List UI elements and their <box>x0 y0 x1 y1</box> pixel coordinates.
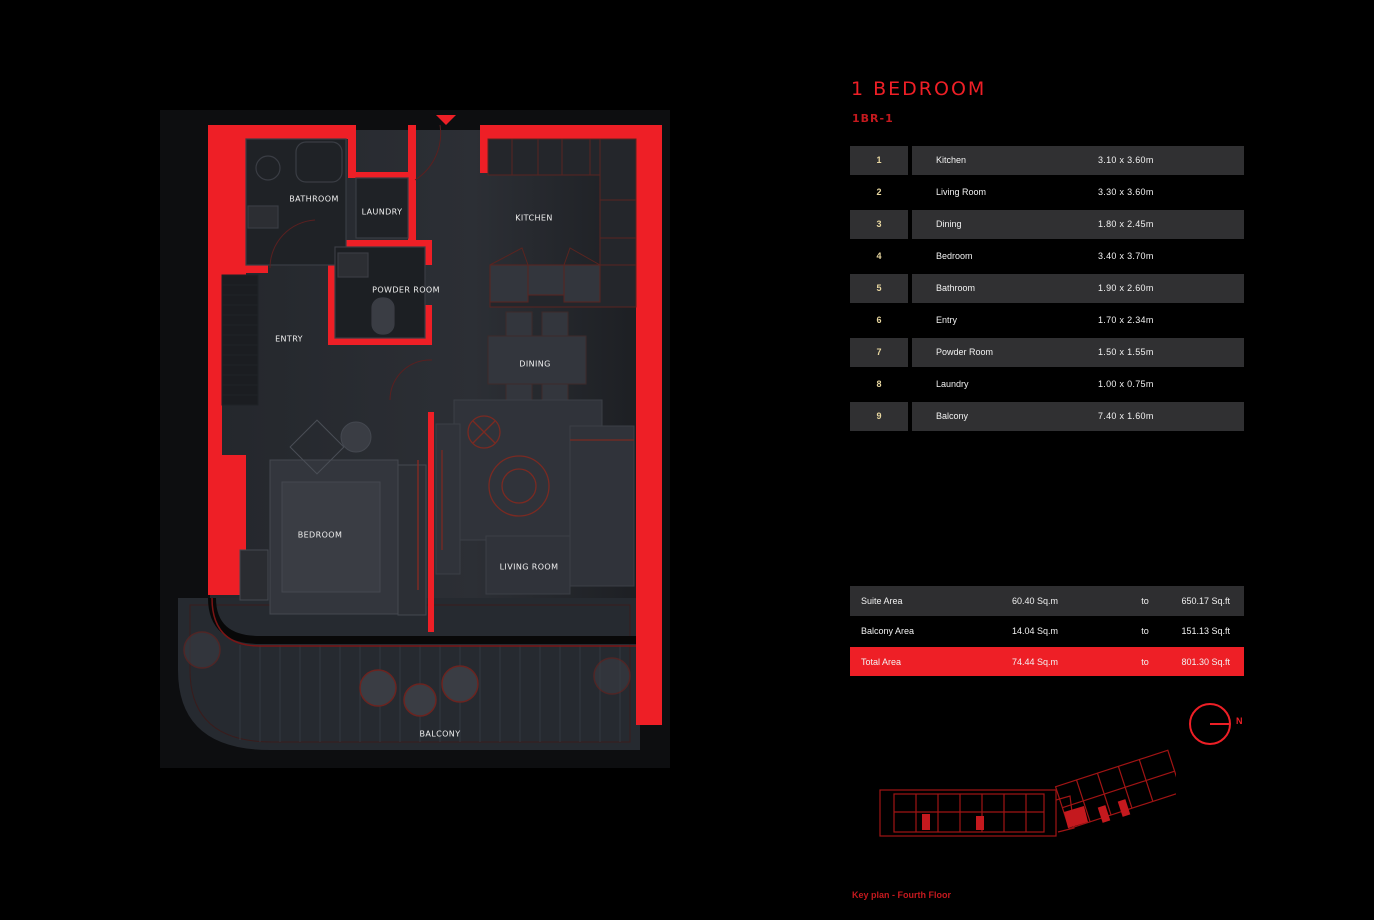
area-label: Balcony Area <box>861 626 915 636</box>
room-name: Balcony <box>936 411 969 421</box>
room-label-living-room: Living Room <box>499 562 559 572</box>
area-row-total: Total Area 74.44 Sq.m to 801.30 Sq.ft <box>850 647 1244 676</box>
area-separator: to <box>1141 656 1149 667</box>
room-number: 9 <box>850 401 908 431</box>
table-row: 7 Powder Room 1.50 x 1.55m <box>850 336 1244 368</box>
room-dimensions: 1.00 x 0.75m <box>1098 379 1154 389</box>
area-label: Suite Area <box>861 596 903 606</box>
area-sqft: 151.13 Sq.ft <box>1181 626 1230 636</box>
room-number: 1 <box>850 145 908 175</box>
room-label-entry: Entry <box>275 334 303 344</box>
area-sqm: 14.04 Sq.m <box>1012 626 1059 636</box>
area-sqm: 60.40 Sq.m <box>1012 596 1059 606</box>
room-number: 6 <box>876 315 882 325</box>
area-sqm: 74.44 Sq.m <box>1012 656 1059 667</box>
room-number: 2 <box>876 187 882 197</box>
room-name: Bedroom <box>936 251 973 261</box>
table-row: 9 Balcony 7.40 x 1.60m <box>850 400 1244 432</box>
table-row: 6 Entry 1.70 x 2.34m <box>850 304 1244 336</box>
room-dimensions: 1.50 x 1.55m <box>1098 347 1154 357</box>
room-label-bathroom: Bathroom <box>289 194 339 204</box>
table-row: 3 Dining 1.80 x 2.45m <box>850 208 1244 240</box>
room-label-powder-room: Powder Room <box>372 285 440 295</box>
floor-plan: Bathroom Laundry Kitchen Powder Room Ent… <box>160 110 670 768</box>
room-dimensions: 3.30 x 3.60m <box>1098 187 1154 197</box>
area-separator: to <box>1141 626 1149 636</box>
room-dimensions: 3.10 x 3.60m <box>1098 155 1154 165</box>
room-name: Dining <box>936 219 962 229</box>
room-schedule-table: 1 Kitchen 3.10 x 3.60m 2 Living Room 3.30 … <box>850 144 1244 432</box>
area-label: Total Area <box>861 656 902 667</box>
table-row: 5 Bathroom 1.90 x 2.60m <box>850 272 1244 304</box>
floor-plan-drawing <box>178 115 662 750</box>
unit-code: 1BR-1 <box>852 112 894 125</box>
room-dimensions: 1.90 x 2.60m <box>1098 283 1154 293</box>
room-name: Powder Room <box>936 347 994 357</box>
room-number: 4 <box>876 251 882 261</box>
room-dimensions: 1.70 x 2.34m <box>1098 315 1154 325</box>
room-name: Living Room <box>936 187 987 197</box>
room-dimensions: 3.40 x 3.70m <box>1098 251 1154 261</box>
room-label-bedroom: Bedroom <box>297 530 343 540</box>
area-sqft: 801.30 Sq.ft <box>1181 656 1230 667</box>
table-row: 4 Bedroom 3.40 x 3.70m <box>850 240 1244 272</box>
room-number: 3 <box>850 209 908 239</box>
area-row-suite: Suite Area 60.40 Sq.m to 650.17 Sq.ft <box>850 586 1244 616</box>
room-label-balcony: Balcony <box>419 729 461 739</box>
unit-title: 1 Bedroom <box>851 78 987 100</box>
table-row: 8 Laundry 1.00 x 0.75m <box>850 368 1244 400</box>
north-compass-icon <box>1189 703 1231 745</box>
table-row: 1 Kitchen 3.10 x 3.60m <box>850 144 1244 176</box>
room-label-dining: Dining <box>519 359 551 369</box>
area-sqft: 650.17 Sq.ft <box>1181 596 1230 606</box>
key-plan-unit-highlight <box>1064 806 1088 828</box>
key-plan-caption: Key plan - Fourth Floor <box>852 890 951 900</box>
room-number: 8 <box>876 379 882 389</box>
room-name: Laundry <box>936 379 969 389</box>
table-row: 2 Living Room 3.30 x 3.60m <box>850 176 1244 208</box>
entry-arrow-icon <box>436 115 456 125</box>
key-plan-diagram <box>879 749 1176 837</box>
compass-north-label: N <box>1236 716 1243 726</box>
room-dimensions: 1.80 x 2.45m <box>1098 219 1154 229</box>
room-label-laundry: Laundry <box>361 207 403 217</box>
room-label-kitchen: Kitchen <box>515 213 553 223</box>
area-separator: to <box>1141 596 1149 606</box>
room-number: 7 <box>850 337 908 367</box>
room-name: Bathroom <box>936 283 976 293</box>
room-number: 5 <box>850 273 908 303</box>
room-name: Entry <box>936 315 958 325</box>
room-dimensions: 7.40 x 1.60m <box>1098 411 1154 421</box>
area-row-balcony: Balcony Area 14.04 Sq.m to 151.13 Sq.ft <box>850 616 1244 646</box>
area-summary-table: Suite Area 60.40 Sq.m to 650.17 Sq.ft Ba… <box>850 586 1244 676</box>
room-name: Kitchen <box>936 155 967 165</box>
